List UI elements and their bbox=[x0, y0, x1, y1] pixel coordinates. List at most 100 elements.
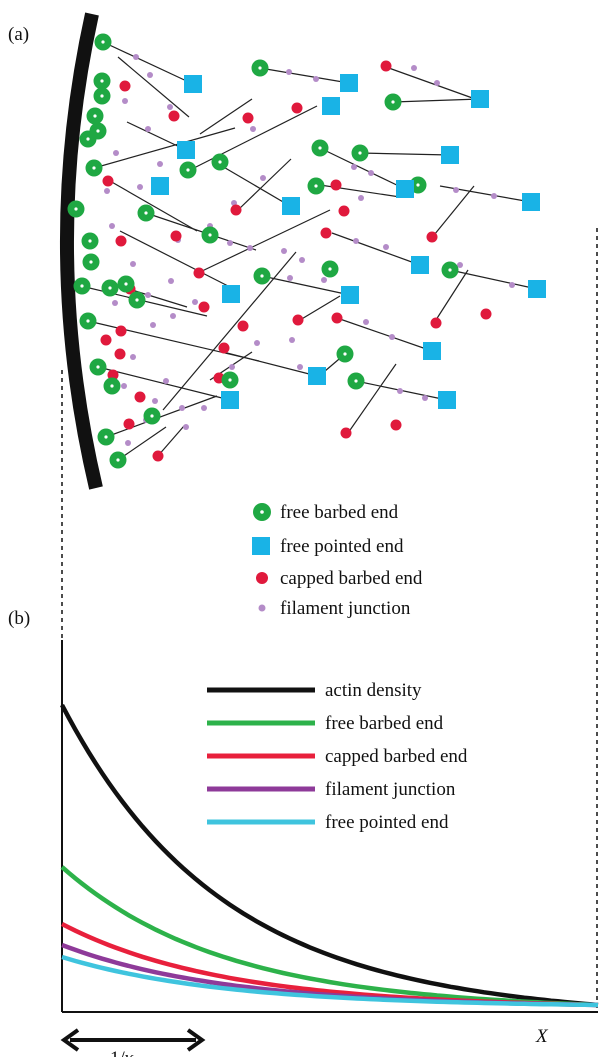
filament-line bbox=[433, 269, 469, 324]
filament-junction bbox=[286, 69, 292, 75]
filament-junction bbox=[122, 98, 128, 104]
filament-junction bbox=[397, 388, 403, 394]
capped-barbed-end bbox=[115, 325, 127, 337]
filament-markers bbox=[67, 33, 546, 469]
filament-junction bbox=[145, 126, 151, 132]
free-pointed-end bbox=[151, 177, 169, 195]
free-pointed-end bbox=[423, 342, 441, 360]
capped-barbed-end bbox=[426, 231, 438, 243]
filament-junction bbox=[453, 187, 459, 193]
filament-junction bbox=[109, 223, 115, 229]
cyan-square-icon bbox=[252, 537, 270, 555]
filament-junction bbox=[363, 319, 369, 325]
filament-line bbox=[117, 56, 190, 118]
filament-line bbox=[261, 275, 351, 296]
filament-junction bbox=[260, 175, 266, 181]
free-pointed-end bbox=[396, 180, 414, 198]
filament-junction bbox=[167, 104, 173, 110]
free-pointed-end bbox=[308, 367, 326, 385]
filament-line bbox=[126, 121, 187, 151]
capped-barbed-end bbox=[320, 227, 332, 239]
filament-junction bbox=[457, 262, 463, 268]
arrow-left-icon bbox=[60, 1028, 80, 1052]
filament-lines bbox=[80, 41, 538, 461]
legend-filament-junction: filament junction bbox=[258, 598, 411, 619]
filament-junction bbox=[229, 364, 235, 370]
filament-junction bbox=[201, 405, 207, 411]
filament-junction bbox=[358, 195, 364, 201]
filament-junction bbox=[313, 76, 319, 82]
x-axis-label: X bbox=[535, 1026, 549, 1047]
filament-junction bbox=[170, 313, 176, 319]
capped-barbed-end bbox=[152, 450, 164, 462]
filament-line bbox=[385, 66, 479, 101]
capped-barbed-end bbox=[198, 301, 210, 313]
filament-line bbox=[102, 41, 194, 85]
panel-b-label: (b) bbox=[8, 608, 30, 629]
filament-junction bbox=[130, 354, 136, 360]
red-dot-icon bbox=[256, 572, 268, 584]
curve-free-barbed-end bbox=[60, 865, 599, 1008]
filament-line bbox=[199, 98, 253, 135]
filament-junction bbox=[422, 395, 428, 401]
filament-junction bbox=[287, 275, 293, 281]
filament-junction bbox=[297, 364, 303, 370]
capped-barbed-end bbox=[170, 230, 182, 242]
filament-junction bbox=[147, 72, 153, 78]
filament-junction bbox=[113, 150, 119, 156]
filament-junction bbox=[133, 54, 139, 60]
capped-barbed-end bbox=[134, 391, 146, 403]
filament-line bbox=[145, 212, 257, 251]
filament-line bbox=[259, 67, 350, 84]
capped-barbed-end bbox=[102, 175, 114, 187]
filament-junction bbox=[299, 257, 305, 263]
filament-junction bbox=[104, 188, 110, 194]
filament-line bbox=[214, 161, 291, 207]
filament-line bbox=[189, 105, 318, 171]
filament-junction bbox=[254, 340, 260, 346]
free-pointed-end bbox=[221, 391, 239, 409]
free-pointed-end bbox=[341, 286, 359, 304]
filament-line bbox=[347, 363, 397, 434]
free-pointed-end bbox=[411, 256, 429, 274]
filament-junction bbox=[247, 245, 253, 251]
scale-arrow bbox=[60, 1028, 206, 1052]
capped-barbed-end bbox=[168, 110, 180, 122]
filament-line bbox=[222, 351, 318, 377]
filament-line bbox=[336, 317, 433, 352]
panel-a-label: (a) bbox=[8, 24, 29, 45]
capped-barbed-end bbox=[390, 419, 402, 431]
filament-junction bbox=[281, 248, 287, 254]
free-pointed-end bbox=[177, 141, 195, 159]
free-pointed-end bbox=[528, 280, 546, 298]
filament-junction bbox=[152, 398, 158, 404]
capped-barbed-end bbox=[100, 334, 112, 346]
filament-line bbox=[199, 209, 331, 273]
capped-barbed-end bbox=[119, 80, 131, 92]
capped-barbed-end bbox=[430, 317, 442, 329]
filament-junction bbox=[509, 282, 515, 288]
filament-junction bbox=[353, 238, 359, 244]
legend-free-barbed-end: free barbed end bbox=[253, 502, 399, 523]
capped-barbed-end bbox=[480, 308, 492, 320]
legend-label: filament junction bbox=[280, 598, 411, 619]
legend-label: free barbed end bbox=[325, 713, 444, 734]
filament-line bbox=[319, 147, 406, 190]
filament-junction bbox=[383, 244, 389, 250]
scale-label: 1/κ bbox=[110, 1048, 135, 1057]
actin-network bbox=[60, 12, 546, 490]
filament-junction bbox=[121, 383, 127, 389]
filament-line bbox=[105, 395, 218, 438]
filament-junction bbox=[130, 261, 136, 267]
filament-junction bbox=[250, 126, 256, 132]
legend-label: capped barbed end bbox=[280, 568, 423, 589]
curve-free-pointed-end bbox=[61, 954, 599, 1008]
curve-actin-density bbox=[60, 703, 599, 1008]
capped-barbed-end bbox=[338, 205, 350, 217]
capped-barbed-end bbox=[291, 102, 303, 114]
free-pointed-end bbox=[340, 74, 358, 92]
free-pointed-end bbox=[522, 193, 540, 211]
filament-junction bbox=[227, 240, 233, 246]
